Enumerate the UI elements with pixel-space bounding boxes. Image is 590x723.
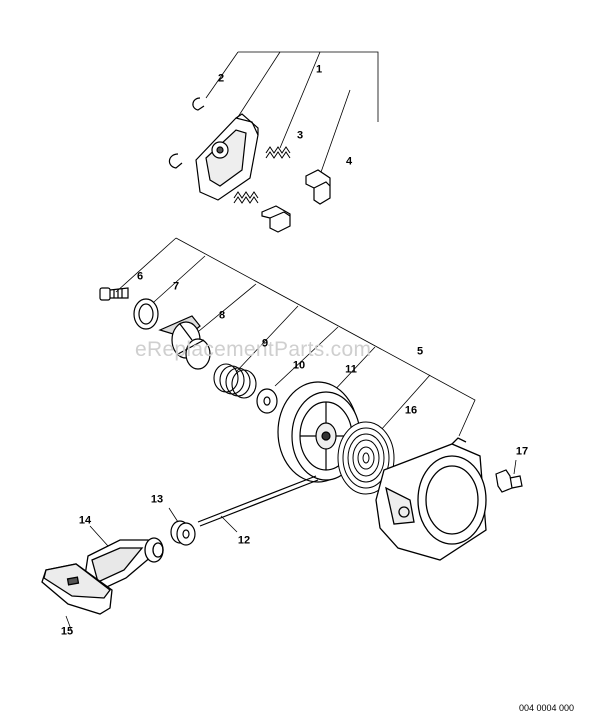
callout-14: 14 [78, 514, 92, 527]
callout-3: 3 [296, 129, 304, 142]
callout-7: 7 [172, 280, 180, 293]
callout-9: 9 [261, 337, 269, 350]
pawl-spring-upper [265, 146, 291, 159]
group1-leader-lines [205, 51, 379, 176]
document-id: 004 0004 000 [518, 703, 574, 713]
callout-11: 11 [345, 363, 357, 376]
callout-1: 1 [315, 63, 323, 76]
callout-8: 8 [218, 309, 226, 322]
callout-4: 4 [345, 155, 353, 168]
ratchet-spring [213, 363, 257, 399]
callout-2: 2 [217, 72, 225, 85]
callout-15: 15 [60, 625, 74, 638]
part-leader-lines [65, 459, 517, 633]
ratchet [158, 315, 211, 370]
bolt [495, 469, 523, 493]
callout-12: 12 [237, 534, 251, 547]
handle-grip [41, 563, 113, 615]
callout-6: 6 [136, 270, 144, 283]
washer [256, 388, 278, 414]
pawl-upper [305, 169, 331, 205]
starter-handle [83, 537, 164, 593]
recoil-spring [337, 421, 395, 495]
group5-leader-lines [115, 237, 476, 441]
starter-case [375, 437, 487, 561]
pawl-plate [195, 113, 259, 201]
callout-17: 17 [515, 445, 529, 458]
e-clip-lower [168, 153, 183, 169]
screw [99, 287, 129, 301]
callout-10: 10 [292, 359, 306, 372]
callout-13: 13 [150, 493, 164, 506]
callout-5: 5 [416, 345, 424, 358]
pawl-spring-lower [233, 191, 259, 204]
rope-grommet [170, 520, 196, 546]
starter-rope [197, 475, 319, 527]
callout-16: 16 [404, 404, 418, 417]
washer-ring [133, 298, 159, 330]
pawl-lower [261, 205, 291, 233]
e-clip-upper [192, 97, 205, 111]
watermark: eReplacementParts.com [135, 338, 372, 361]
